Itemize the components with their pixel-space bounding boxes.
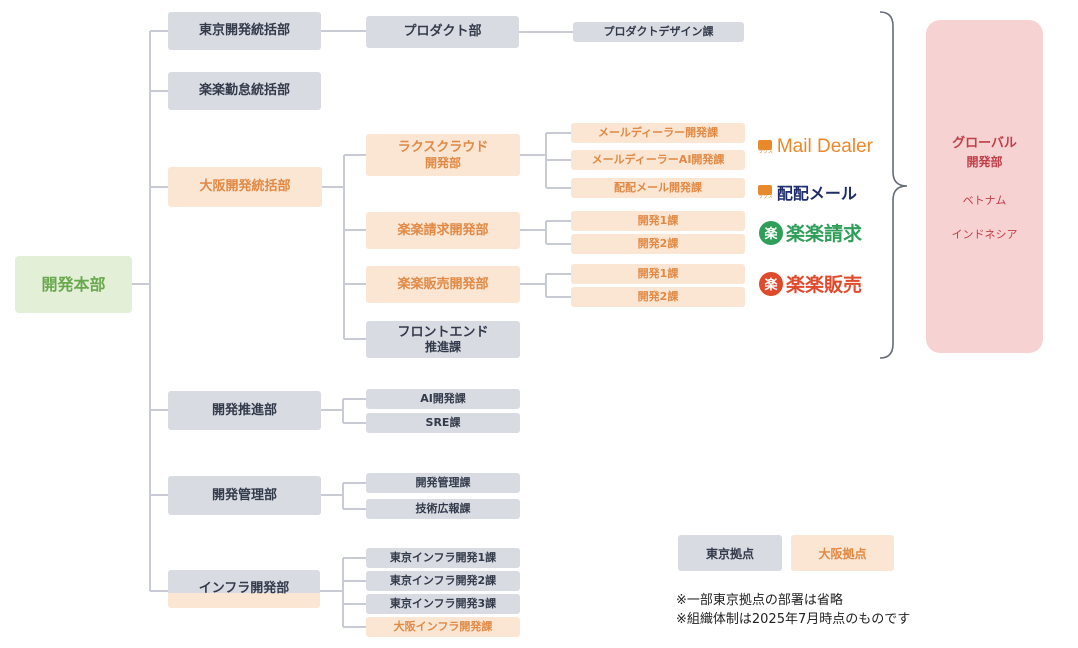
sre-ka-node: SRE課	[366, 413, 520, 433]
infra-3-node: 東京インフラ開発3課	[366, 594, 520, 614]
rakus-mark-text: ラクス	[758, 193, 773, 200]
global-subtitle: 開発部	[966, 154, 1003, 169]
seikyu-ka2-node: 開発2課	[571, 234, 745, 254]
global-dept-box: グローバル 開発部 ベトナム インドネシア	[926, 20, 1043, 353]
hanbai-ka2-node: 開発2課	[571, 287, 745, 307]
note-date: ※組織体制は2025年7月時点のものです	[676, 612, 911, 627]
legend-osaka: 大阪拠点	[791, 535, 894, 571]
maildealer-logo: ラクス Mail Dealer	[758, 136, 873, 158]
rakuraku-kintai-node: 楽楽勤怠統括部	[168, 72, 321, 110]
kanri-ka-node: 開発管理課	[366, 473, 520, 493]
seikyu-logo-icon: 楽	[759, 220, 783, 245]
maildealer-ai-node: メールディーラーAI開発課	[571, 150, 745, 170]
frontend-line1: フロントエンド	[397, 324, 489, 340]
hanbai-logo-icon: 楽	[759, 271, 783, 296]
rakus-mark-icon	[758, 184, 773, 195]
rakus-mark-icon	[758, 139, 773, 150]
osaka-toukatsu-node: 大阪開発統括部	[168, 167, 322, 207]
infra-dept-node: インフラ開発部	[168, 570, 320, 608]
maildealer-logo-mark: ラクス	[758, 139, 773, 155]
global-title: グローバル	[952, 135, 1017, 151]
haihai-logo-text: 配配メール	[776, 184, 857, 203]
hanbai-logo: 楽 楽楽販売	[759, 270, 862, 297]
hanbai-logo-text: 楽楽販売	[786, 274, 863, 296]
rakus-mark-text: ラクス	[758, 148, 773, 155]
rakus-cloud-node: ラクスクラウド 開発部	[366, 134, 520, 176]
maildealer-logo-text: Mail Dealer	[776, 136, 873, 157]
frontend-node: フロントエンド 推進課	[366, 321, 520, 358]
haihai-logo: ラクス 配配メール	[758, 180, 857, 204]
seikyu-logo-text: 楽楽請求	[786, 223, 863, 245]
legend-tokyo: 東京拠点	[678, 535, 782, 571]
haihai-dev-node: 配配メール開発課	[571, 178, 745, 198]
infra-dept-label: インフラ開発部	[198, 581, 290, 597]
product-design-node: プロダクトデザイン課	[573, 22, 744, 42]
tokyo-toukatsu-node: 東京開発統括部	[168, 12, 321, 50]
infra-2-node: 東京インフラ開発2課	[366, 571, 520, 591]
hanbai-dept-node: 楽楽販売開発部	[366, 266, 520, 303]
note-omitted: ※一部東京拠点の部署は省略	[676, 593, 843, 608]
rakus-cloud-line2: 開発部	[424, 155, 461, 170]
seikyu-dept-node: 楽楽請求開発部	[366, 212, 520, 249]
infra-osaka-node: 大阪インフラ開発課	[366, 617, 520, 637]
frontend-line2: 推進課	[424, 340, 461, 355]
hanbai-ka1-node: 開発1課	[571, 264, 745, 284]
curly-brace	[879, 11, 908, 359]
rakus-cloud-line1: ラクスクラウド	[397, 140, 489, 155]
koho-ka-node: 技術広報課	[366, 499, 520, 519]
haihai-logo-mark: ラクス	[758, 184, 773, 200]
product-dept-node: プロダクト部	[366, 16, 519, 48]
global-country-vietnam: ベトナム	[962, 193, 1007, 207]
infra-1-node: 東京インフラ開発1課	[366, 548, 520, 568]
kanri-dept-node: 開発管理部	[168, 476, 321, 515]
seikyu-logo: 楽 楽楽請求	[759, 219, 862, 246]
ai-ka-node: AI開発課	[366, 389, 520, 409]
root-node: 開発本部	[15, 256, 132, 313]
maildealer-dev-node: メールディーラー開発課	[571, 123, 745, 143]
global-country-indonesia: インドネシア	[951, 227, 1018, 241]
seikyu-ka1-node: 開発1課	[571, 211, 745, 231]
suishin-dept-node: 開発推進部	[168, 391, 321, 430]
